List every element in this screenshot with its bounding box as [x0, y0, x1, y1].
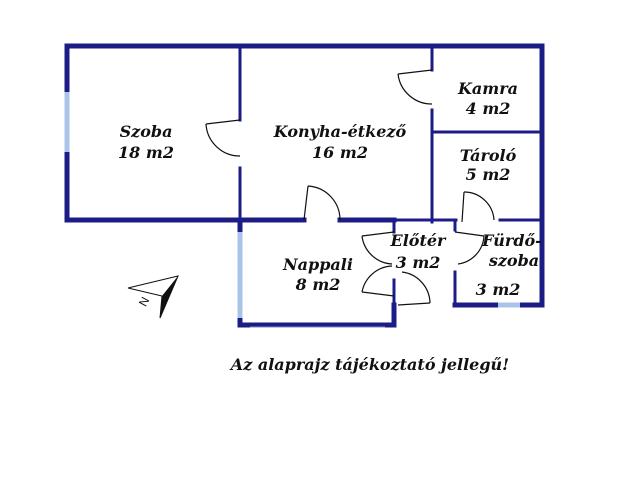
- door-tarolo: [461, 191, 495, 223]
- room-area-szoba: 18 m2: [118, 143, 174, 162]
- room-kamra: Kamra 4 m2: [457, 79, 518, 118]
- room-name-furdo-line2: szoba: [488, 251, 539, 270]
- compass: N: [127, 275, 179, 319]
- door-eloter-nappali: [361, 231, 395, 297]
- room-konyha: Konyha-étkező 16 m2: [273, 122, 407, 162]
- compass-north-label: N: [136, 295, 152, 309]
- compass-arrow-icon: [127, 275, 179, 319]
- disclaimer-note: Az alaprajz tájékoztató jellegű!: [229, 355, 509, 374]
- door-kamra: [397, 69, 433, 105]
- inner-walls: [238, 44, 544, 307]
- room-area-eloter: 3 m2: [396, 253, 441, 272]
- door-bejarat: [397, 271, 431, 306]
- room-furdo: Fürdő- szoba 3 m2: [476, 231, 542, 299]
- room-tarolo: Tároló 5 m2: [460, 146, 517, 184]
- room-name-szoba: Szoba: [120, 122, 173, 141]
- room-szoba: Szoba 18 m2: [118, 122, 174, 162]
- room-name-konyha: Konyha-étkező: [273, 122, 407, 141]
- windows: [64, 92, 520, 318]
- door-furdo: [454, 231, 485, 265]
- room-nappali: Nappali 8 m2: [282, 255, 353, 294]
- doors: [205, 69, 495, 306]
- door-szoba-konyha: [205, 119, 241, 157]
- room-name-kamra: Kamra: [457, 79, 518, 98]
- room-eloter: Előtér 3 m2: [390, 231, 448, 272]
- room-area-tarolo: 5 m2: [466, 165, 511, 184]
- door-konyha-nappali: [303, 185, 341, 221]
- room-area-furdo: 3 m2: [476, 280, 521, 299]
- room-area-konyha: 16 m2: [312, 143, 368, 162]
- room-name-furdo-line1: Fürdő-: [481, 231, 542, 250]
- room-area-kamra: 4 m2: [466, 99, 511, 118]
- room-area-nappali: 8 m2: [295, 275, 341, 294]
- room-name-eloter: Előtér: [390, 231, 448, 250]
- room-name-tarolo: Tároló: [460, 146, 517, 165]
- room-name-nappali: Nappali: [282, 255, 353, 274]
